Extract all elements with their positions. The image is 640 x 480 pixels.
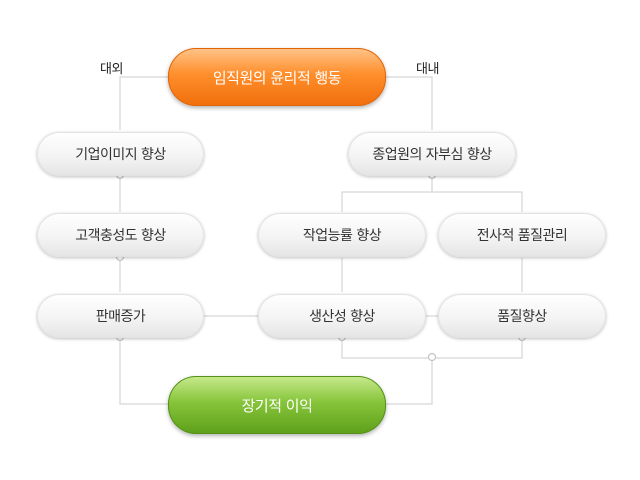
connector-dot	[427, 352, 437, 362]
node-label: 임직원의 윤리적 행동	[212, 68, 342, 87]
external-label: 대외	[100, 62, 123, 77]
node-label: 판매증가	[95, 309, 146, 325]
customer-loyalty-node: 고객충성도 향상	[37, 213, 204, 257]
node-label: 생산성 향상	[309, 309, 375, 325]
work-efficiency-node: 작업능률 향상	[258, 213, 426, 257]
total-quality-management-node: 전사적 품질관리	[438, 213, 606, 257]
node-label: 전사적 품질관리	[476, 228, 568, 244]
quality-improvement-node: 품질향상	[438, 294, 606, 338]
productivity-node: 생산성 향상	[258, 294, 426, 338]
long-term-profit-node: 장기적 이익	[168, 376, 386, 434]
node-label: 고객충성도 향상	[75, 228, 166, 244]
node-label: 작업능률 향상	[302, 228, 382, 244]
node-label: 기업이미지 향상	[75, 147, 166, 163]
sales-increase-node: 판매증가	[37, 294, 204, 338]
node-label: 장기적 이익	[241, 396, 313, 415]
node-label: 종업원의 자부심 향상	[372, 147, 492, 163]
employee-pride-node: 종업원의 자부심 향상	[348, 132, 516, 176]
internal-label: 대내	[416, 62, 439, 77]
ethical-behavior-node: 임직원의 윤리적 행동	[168, 48, 386, 106]
node-label: 품질향상	[497, 309, 547, 325]
corporate-image-node: 기업이미지 향상	[37, 132, 204, 176]
